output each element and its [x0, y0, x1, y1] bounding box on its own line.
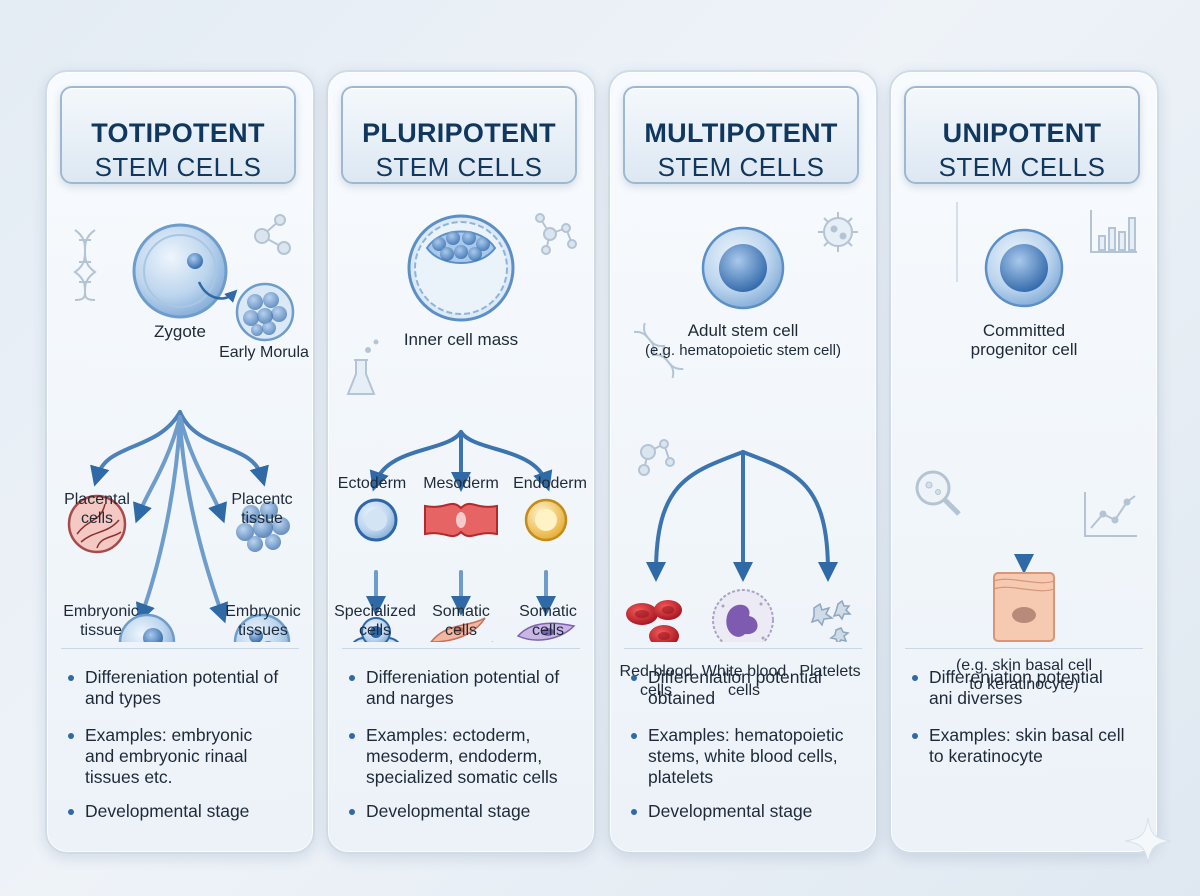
- somatic-cells-muscle: [430, 617, 493, 642]
- branch-arrows: [646, 430, 838, 582]
- progenitor-cell: [984, 228, 1064, 308]
- molecule-icon: [535, 213, 577, 255]
- molecule-icon: [638, 439, 675, 476]
- dna-icon: [633, 322, 684, 379]
- molecule-icon: [254, 214, 291, 255]
- panel-unipotent: UNIPOTENT STEM CELLS: [889, 70, 1159, 854]
- multipotent-diagram: [626, 212, 858, 642]
- endoderm-cell: [524, 498, 568, 542]
- bullet-item: Examples: ectoderm,mesoderm, endoderm,sp…: [349, 725, 558, 787]
- bullet-item: Developmental stage: [67, 801, 250, 821]
- label-endoderm: Endoderm: [513, 475, 587, 492]
- keratinocyte-cell: [993, 572, 1055, 642]
- branch-arrows: [366, 430, 556, 616]
- morula-cell: [235, 282, 295, 342]
- title-line2: STEM CELLS: [938, 152, 1106, 182]
- title-line2: STEM CELLS: [375, 152, 543, 182]
- title-line1: TOTIPOTENT: [91, 118, 265, 148]
- title-totipotent: TOTIPOTENT STEM CELLS: [60, 86, 296, 184]
- flask-icon: [346, 339, 379, 395]
- title-line2: STEM CELLS: [657, 152, 825, 182]
- label-inner-cell-mass: Inner cell mass: [403, 330, 519, 349]
- label-mesoderm: Mesoderm: [423, 475, 499, 492]
- platelets: [810, 599, 852, 642]
- specialized-cells: [352, 617, 400, 642]
- label-ectoderm: Ectoderm: [337, 475, 407, 492]
- placental-tissue: [236, 501, 290, 552]
- label-adult-stem-cell: Adult stem cell (e.g. hematopoietic stem…: [645, 321, 841, 359]
- dna-icon: [73, 229, 97, 301]
- pluripotent-diagram: [346, 213, 577, 642]
- magnifier-icon: [915, 470, 961, 516]
- title-unipotent: UNIPOTENT STEM CELLS: [904, 86, 1140, 184]
- label-morula: Early Morula: [219, 344, 309, 361]
- totipotent-diagram: [67, 214, 295, 642]
- adult-stem-cell: [701, 226, 785, 310]
- mesoderm-cell: [424, 503, 498, 537]
- zygote-cell: [132, 223, 228, 319]
- bullet-item: Developmental stage: [348, 801, 531, 821]
- label-platelets: Platelets: [799, 663, 861, 680]
- placental-cell: [67, 494, 127, 554]
- bullet-item: Developmental stage: [630, 801, 813, 821]
- title-pluripotent: PLURIPOTENT STEM CELLS: [341, 86, 577, 184]
- somatic-cells-neural: [516, 622, 576, 641]
- title-multipotent: MULTIPOTENT STEM CELLS: [623, 86, 859, 184]
- label-zygote: Zygote: [154, 322, 206, 341]
- title-line1: PLURIPOTENT: [362, 118, 556, 148]
- title-line2: STEM CELLS: [94, 152, 262, 182]
- virus-icon: [818, 212, 858, 252]
- unipotent-diagram: [915, 202, 1137, 642]
- panel-totipotent: TOTIPOTENT STEM CELLS: [45, 70, 315, 854]
- white-blood-cell: [712, 589, 774, 642]
- panel-multipotent: MULTIPOTENT STEM CELLS: [608, 70, 878, 854]
- ectoderm-cell: [354, 498, 398, 542]
- title-line1: UNIPOTENT: [942, 118, 1102, 148]
- title-line1: MULTIPOTENT: [644, 118, 838, 148]
- blastocyst-cell: [407, 214, 515, 322]
- sparkle-icon: [1124, 817, 1172, 865]
- line-chart-icon: [1084, 492, 1137, 537]
- branch-arrows: [90, 410, 269, 624]
- panel-pluripotent: PLURIPOTENT STEM CELLS: [326, 70, 596, 854]
- red-blood-cells: [626, 600, 682, 642]
- embryonic-cell: [118, 613, 176, 642]
- embryonic-tissues: [233, 613, 291, 642]
- bar-chart-icon: [1090, 210, 1137, 253]
